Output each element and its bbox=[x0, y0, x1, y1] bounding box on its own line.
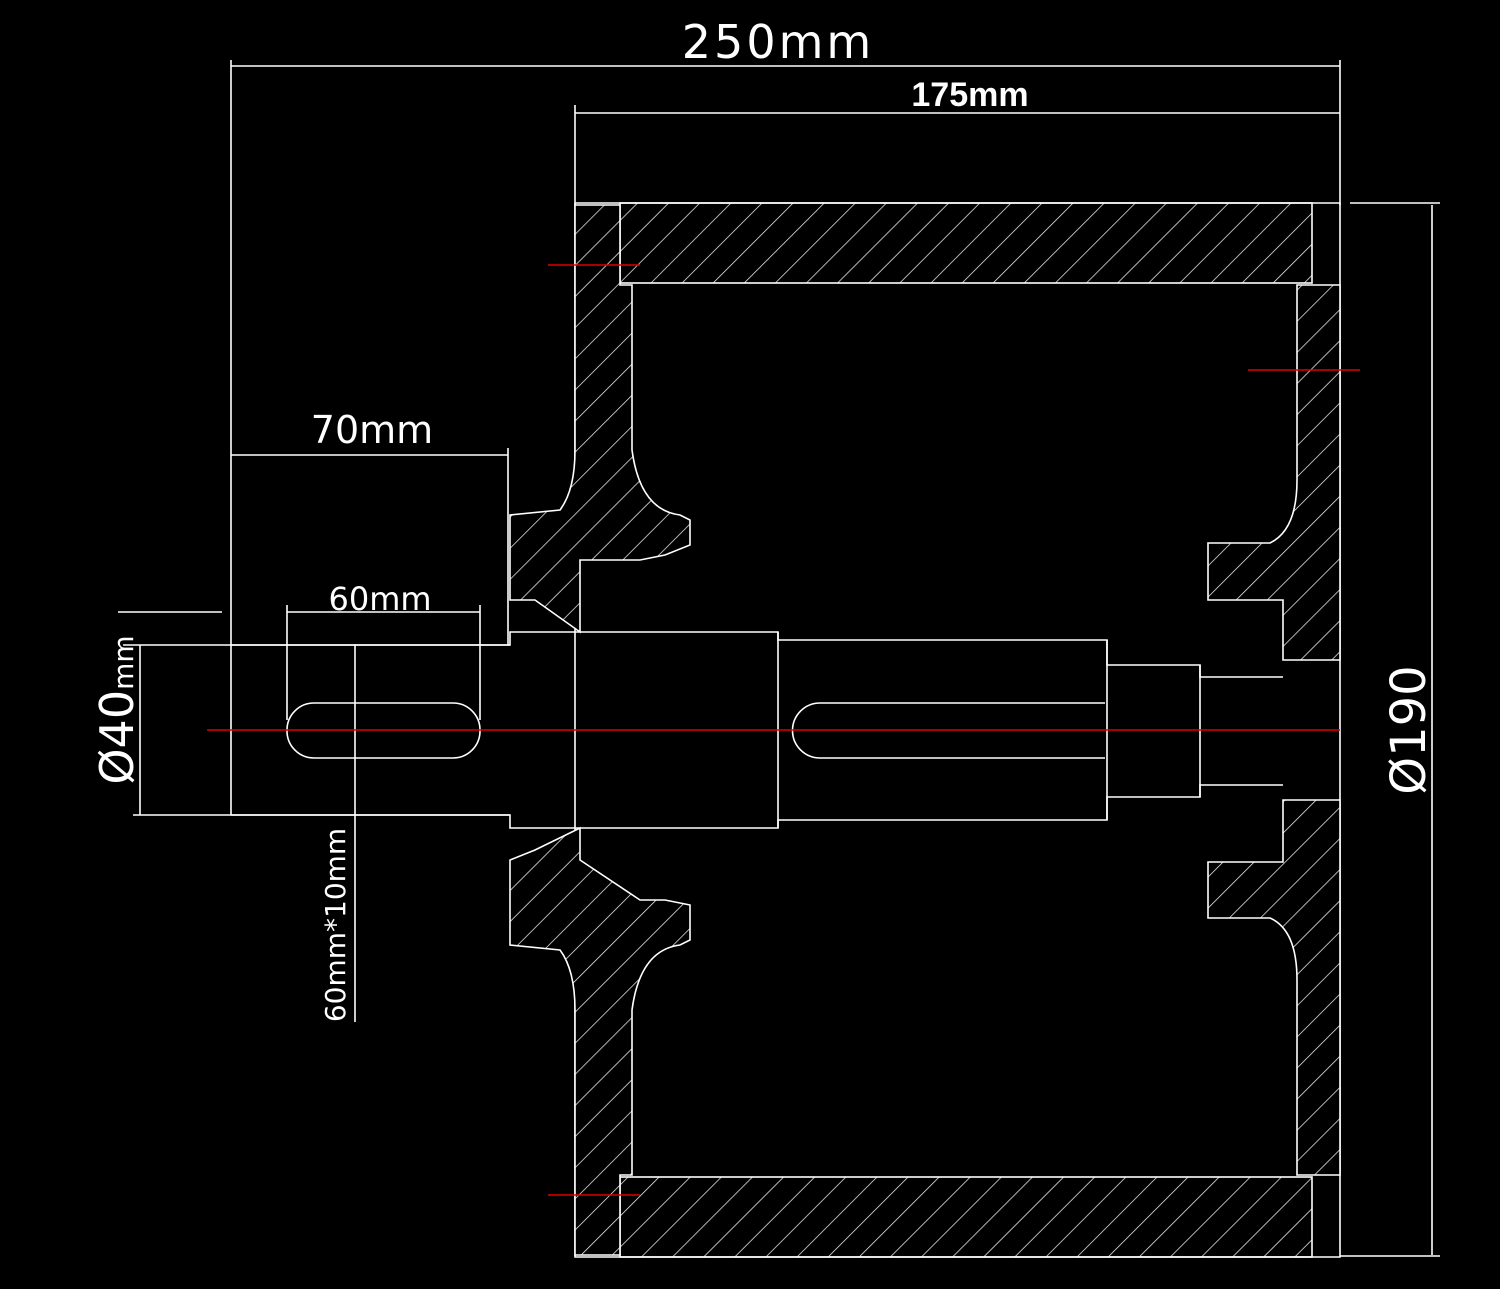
dim-keyway-length: 60mm bbox=[328, 580, 431, 618]
dim-drum-diameter: Ø190 bbox=[1381, 665, 1437, 794]
drum-rim-top bbox=[619, 202, 1313, 284]
dim-keyway-size: 60mm*10mm bbox=[319, 828, 352, 1022]
dim-shaft-diameter: Ø40mm bbox=[90, 635, 144, 784]
right-end-plate-bottom bbox=[1207, 799, 1341, 1176]
dim-shaft-extension: 70mm bbox=[311, 408, 433, 452]
right-end-plate-top bbox=[1207, 284, 1341, 661]
left-end-plate-bottom bbox=[509, 826, 691, 1256]
dim-drum-length: 175mm bbox=[911, 76, 1028, 114]
dim-overall-length: 250mm bbox=[682, 15, 874, 69]
left-end-plate-top bbox=[509, 204, 691, 634]
drum-rim-bottom bbox=[619, 1176, 1313, 1258]
